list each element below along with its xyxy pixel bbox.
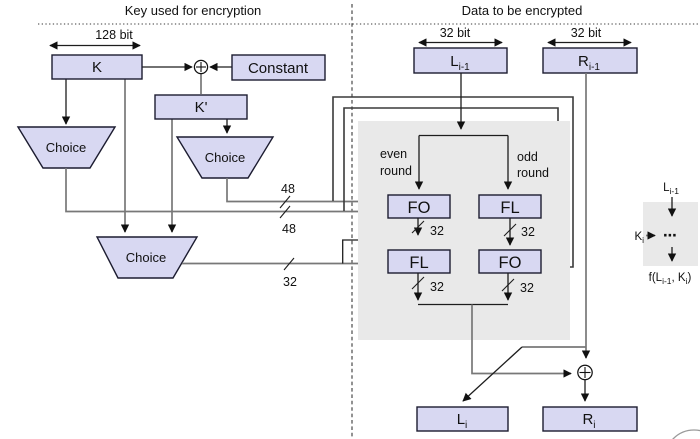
fo-bottom-output: 32	[501, 273, 534, 301]
round-panel	[358, 121, 570, 340]
bus48-top-label: 48	[281, 182, 295, 196]
r-out-box: Ri	[542, 406, 638, 432]
subkey48-top-line	[226, 178, 381, 206]
fo-top-label: FO	[408, 199, 431, 217]
even-round-label: even round	[380, 147, 412, 178]
l-in-box: Li-1	[413, 47, 508, 74]
choice3-funnel: Choice	[95, 236, 199, 279]
subkey48-bottom-line	[65, 168, 381, 216]
header-key-section: Key used for encryption	[125, 3, 262, 18]
svg-text:even: even	[380, 147, 407, 161]
fo-top-box: FO	[387, 194, 451, 219]
bus32-label: 32	[283, 275, 297, 289]
header-data-section: Data to be encrypted	[462, 3, 583, 18]
fl-top-label: FL	[500, 199, 519, 217]
choice1-funnel: Choice	[16, 126, 117, 169]
svg-text:round: round	[380, 164, 412, 178]
fo-bottom-label: FO	[499, 254, 522, 272]
r-in-box: Ri-1	[542, 47, 638, 74]
f-legend-dots: ⋯	[663, 227, 677, 243]
svg-text:Li-1: Li-1	[450, 53, 470, 73]
svg-text:Ri-1: Ri-1	[578, 53, 600, 73]
k-prime-box-label: K'	[195, 99, 208, 116]
l-in-sub: i-1	[459, 62, 471, 73]
out32-fo-top-label: 32	[430, 224, 444, 238]
out32-fl-top-label: 32	[521, 225, 535, 239]
k-prime-box: K'	[154, 94, 248, 120]
f-legend: Li-1 Ki ⋯ f(Li-1, Ki)	[634, 182, 698, 286]
width-arrow-128: 128 bit	[49, 28, 141, 50]
l-out-box: Li	[416, 406, 509, 432]
bus48-bottom-label: 48	[282, 222, 296, 236]
choice3-label: Choice	[126, 250, 166, 265]
bus48-top-slash	[279, 195, 291, 209]
f-legend-k-label: Ki	[634, 231, 644, 245]
f-legend-l-label: Li-1	[663, 182, 679, 196]
svg-text:round: round	[517, 166, 549, 180]
label-32bit-right: 32 bit	[571, 26, 602, 40]
r-in-base: R	[578, 53, 589, 70]
xor-icon-2	[577, 364, 593, 381]
svg-text:odd: odd	[517, 150, 538, 164]
fl-top-output: 32	[503, 218, 535, 246]
fl-top-box: FL	[478, 194, 542, 219]
l-in-base: L	[450, 53, 458, 70]
out32-fo-bottom-label: 32	[520, 281, 534, 295]
r-out-sub: i	[593, 420, 595, 431]
k-box-label: K	[92, 59, 102, 76]
width-arrow-32-right: 32 bit	[547, 26, 632, 47]
r-in-sub: i-1	[589, 62, 601, 73]
svg-text:Li: Li	[457, 411, 468, 431]
k-box: K	[51, 54, 143, 80]
out32-fl-bottom-label: 32	[430, 280, 444, 294]
constant-box: Constant	[231, 54, 326, 81]
fl-bottom-output: 32	[411, 273, 444, 301]
xor-icon	[193, 59, 209, 75]
fo-bottom-box: FO	[478, 249, 542, 274]
label-32bit-left: 32 bit	[440, 26, 471, 40]
fo-top-output: 32	[411, 218, 444, 238]
f-legend-f-label: f(Li-1, Ki)	[649, 272, 692, 286]
l-out-base: L	[457, 411, 465, 428]
f-output-line	[471, 304, 572, 378]
svg-text:Ri: Ri	[582, 411, 595, 431]
r-out-base: R	[582, 411, 593, 428]
bus48-bottom-slash	[279, 205, 291, 219]
constant-box-label: Constant	[248, 60, 309, 77]
fl-bottom-label: FL	[409, 254, 428, 272]
bus32-slash	[283, 257, 295, 271]
corner-arc-artifact	[672, 429, 700, 439]
fl-bottom-box: FL	[387, 249, 451, 274]
choice2-funnel: Choice	[175, 136, 275, 179]
odd-round-label: odd round	[517, 150, 549, 180]
choice2-label: Choice	[205, 150, 245, 165]
l-out-sub: i	[465, 420, 467, 431]
choice1-label: Choice	[46, 140, 86, 155]
label-128bit: 128 bit	[95, 28, 133, 42]
r-to-lout-diagonal	[462, 346, 523, 402]
width-arrow-32-left: 32 bit	[418, 26, 503, 47]
